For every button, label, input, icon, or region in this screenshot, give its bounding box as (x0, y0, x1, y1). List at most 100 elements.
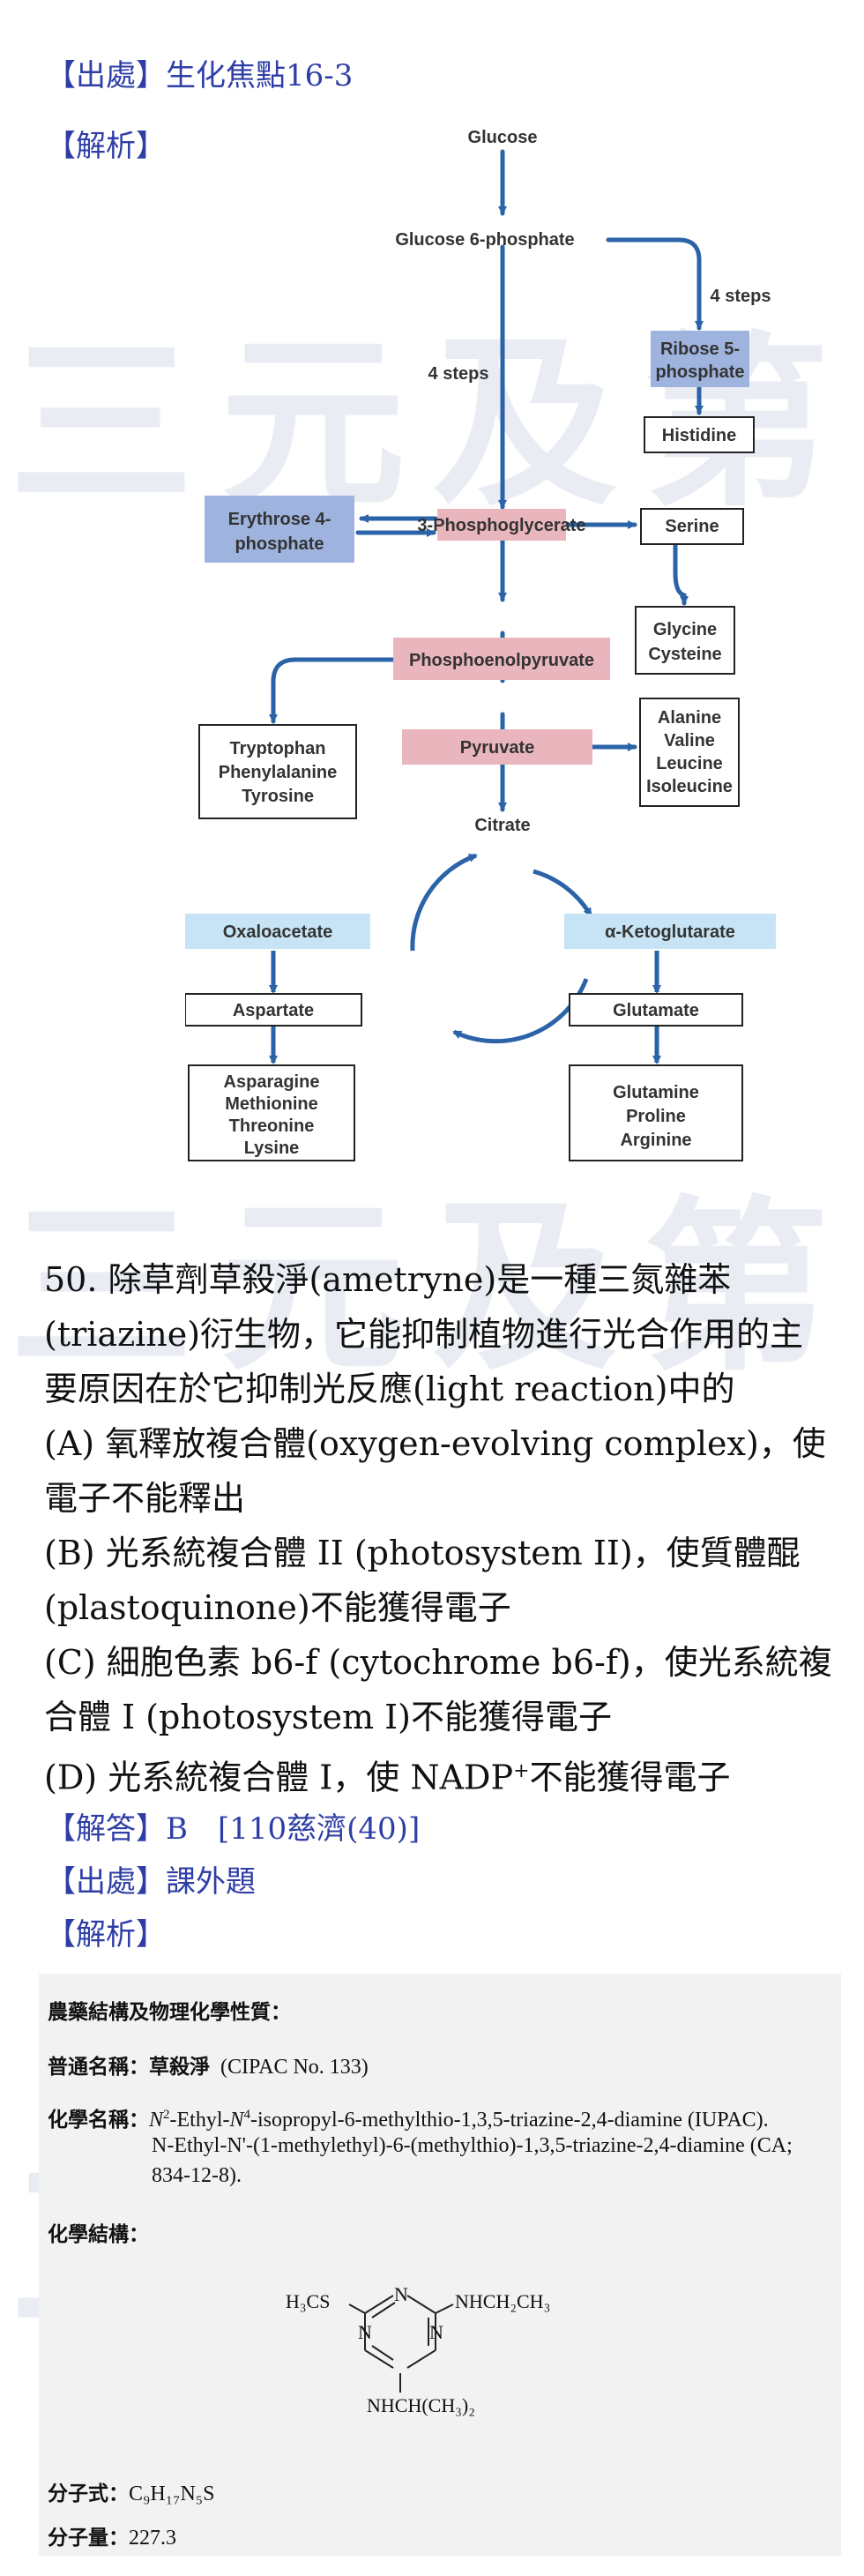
pg3-label: 3-Phosphoglycerate (417, 516, 585, 535)
steps-right-label: 4 steps (711, 287, 771, 306)
group-nhisopropyl: NHCH(CH₃)₂ (367, 2394, 475, 2416)
isoleucine-label: Isoleucine (646, 777, 733, 796)
erythrose-box (205, 496, 354, 563)
chem-mid: -Ethyl- (169, 2109, 230, 2132)
akg-label: α-Ketoglutarate (605, 922, 735, 942)
threonine-label: Threonine (229, 1116, 315, 1136)
pyruvate-box (402, 729, 592, 765)
answer-source-tag: 【出處】課外題 (46, 1864, 256, 1900)
option-d-line: (D) 光系統複合體 I，使 NADP+不能獲得電子 (44, 1744, 838, 1805)
formula-row: 分子式：C₉H₁₇N₅S (48, 2476, 215, 2506)
citrate-label: Citrate (474, 816, 530, 835)
serine-box (640, 508, 744, 545)
tyrosine-label: Tyrosine (242, 787, 314, 806)
glycine-label: Glycine (653, 620, 717, 639)
ribose-box (651, 331, 749, 387)
answer-tag: 【解答】B [110慈濟(40)] (46, 1811, 421, 1847)
formula-label: 分子式： (48, 2483, 129, 2505)
chemical-name-row: 化學名稱：N2-Ethyl-N4-isopropyl-6-methylthio-… (48, 2102, 769, 2132)
oxaloacetate-label: Oxaloacetate (223, 922, 333, 942)
ribose-label-1: Ribose 5- (660, 340, 740, 359)
option-d-sup: + (513, 1760, 530, 1782)
pyruvate-label: Pyruvate (460, 738, 535, 758)
asparagine-label: Asparagine (224, 1072, 320, 1092)
amino-acid-biosynthesis-diagram: Glucose Glucose 6-phosphate 4 steps 4 st… (185, 128, 776, 1161)
chem-sup1: 2 (163, 2108, 170, 2122)
option-d-pre: (D) 光系統複合體 I，使 NADP (44, 1758, 514, 1797)
aspartate-family-box (188, 1064, 355, 1161)
serine-label: Serine (665, 517, 719, 536)
chemical-name-label: 化學名稱： (48, 2109, 149, 2132)
steps-left-label: 4 steps (428, 364, 489, 384)
atom-n-left: N (358, 2321, 372, 2343)
histidine-box (644, 416, 755, 453)
chemical-name-line-3: 834-12-8). (152, 2164, 242, 2187)
ribose-label-2: phosphate (655, 362, 744, 382)
source-tag: 【出處】生化焦點16-3 (46, 58, 354, 93)
alanine-label: Alanine (658, 708, 721, 728)
chem-sup2: 4 (243, 2108, 251, 2122)
akg-box (564, 914, 776, 949)
pesticide-heading: 農藥結構及物理化學性質： (48, 2001, 291, 2024)
option-c-line: 合體 I (photosystem I)不能獲得電子 (44, 1698, 612, 1736)
group-sch3: H₃CS (286, 2290, 330, 2312)
branched-box (639, 698, 740, 807)
cysteine-label: Cysteine (648, 645, 721, 664)
option-a-line: (A) 氧釋放複合體(oxygen-evolving complex)，使 (44, 1424, 826, 1463)
aspartate-label: Aspartate (233, 1001, 314, 1020)
question-line: 要原因在於它抑制光反應(light reaction)中的 (44, 1370, 735, 1408)
glutamine-label: Glutamine (613, 1083, 699, 1102)
tryptophan-label: Tryptophan (230, 739, 326, 758)
methionine-label: Methionine (225, 1094, 318, 1114)
common-name-value: 草殺淨 (149, 2056, 210, 2079)
arginine-label: Arginine (620, 1131, 691, 1150)
chemical-name-line-2: N-Ethyl-N'-(1-methylethyl)-6-(methylthio… (152, 2134, 793, 2157)
glutamate-family-box (569, 1064, 743, 1161)
pep-box (393, 638, 610, 680)
glucose-label: Glucose (468, 128, 538, 147)
atom-n-top: N (394, 2283, 408, 2305)
answer-analysis-tag: 【解析】 (46, 1917, 166, 1953)
group-nhethyl: NHCH₂CH₃ (455, 2290, 550, 2312)
mw-label: 分子量： (48, 2527, 129, 2550)
lysine-label: Lysine (244, 1139, 300, 1158)
pg3-box (437, 509, 566, 541)
structure-label: 化學結構： (48, 2223, 149, 2246)
pesticide-info-panel: 農藥結構及物理化學性質： 普通名稱：草殺淨 (CIPAC No. 133) 化學… (39, 1974, 841, 2556)
mw-value: 227.3 (129, 2527, 176, 2550)
valine-label: Valine (664, 731, 715, 750)
question-line: (triazine)衍生物，它能抑制植物進行光合作用的主 (44, 1315, 804, 1354)
question-line: 50. 除草劑草殺淨(ametryne)是一種三氮雜苯 (44, 1260, 732, 1299)
common-name-row: 普通名稱：草殺淨 (CIPAC No. 133) (48, 2050, 369, 2079)
g6p-label: Glucose 6-phosphate (395, 230, 574, 250)
atom-n-right: N (429, 2321, 443, 2343)
option-d-post: 不能獲得電子 (529, 1758, 731, 1797)
chem-rest: -isopropyl-6-methylthio-1,3,5-triazine-2… (250, 2109, 769, 2132)
option-a-line: 電子不能釋出 (44, 1479, 246, 1518)
chem-n2: N (149, 2109, 164, 2132)
molecular-weight-row: 分子量：227.3 (48, 2520, 176, 2550)
formula-value: C₉H₁₇N₅S (129, 2483, 215, 2505)
erythrose-label-1: Erythrose 4- (228, 510, 331, 529)
aspartate-box (185, 993, 362, 1027)
glycine-cysteine-box (635, 606, 735, 675)
option-c-line: (C) 細胞色素 b6-f (cytochrome b6-f)，使光系統複 (44, 1643, 832, 1682)
oxaloacetate-box (185, 914, 370, 949)
aromatic-box (198, 724, 357, 819)
ametryne-structure: N N N H₃CS NHCH₂CH₃ NHCH(CH₃)₂ (286, 2283, 550, 2416)
option-b-line: (B) 光系統複合體 II (photosystem II)，使質體醌 (44, 1534, 801, 1572)
erythrose-label-2: phosphate (235, 534, 324, 554)
common-name-label: 普通名稱： (48, 2056, 149, 2079)
chem-n4: N (229, 2109, 244, 2132)
leucine-label: Leucine (656, 754, 723, 773)
glutamate-label: Glutamate (613, 1001, 699, 1020)
glutamate-box (569, 993, 743, 1027)
common-name-note: (CIPAC No. 133) (220, 2056, 369, 2079)
histidine-label: Histidine (662, 426, 736, 445)
option-b-line: (plastoquinone)不能獲得電子 (44, 1588, 511, 1627)
question-block: 50. 除草劑草殺淨(ametryne)是一種三氮雜苯 (triazine)衍生… (44, 1252, 838, 1805)
proline-label: Proline (626, 1107, 686, 1126)
watermark-middle: 三元及第 (8, 1180, 855, 1396)
analysis-tag: 【解析】 (46, 129, 166, 164)
phenylalanine-label: Phenylalanine (219, 763, 338, 782)
